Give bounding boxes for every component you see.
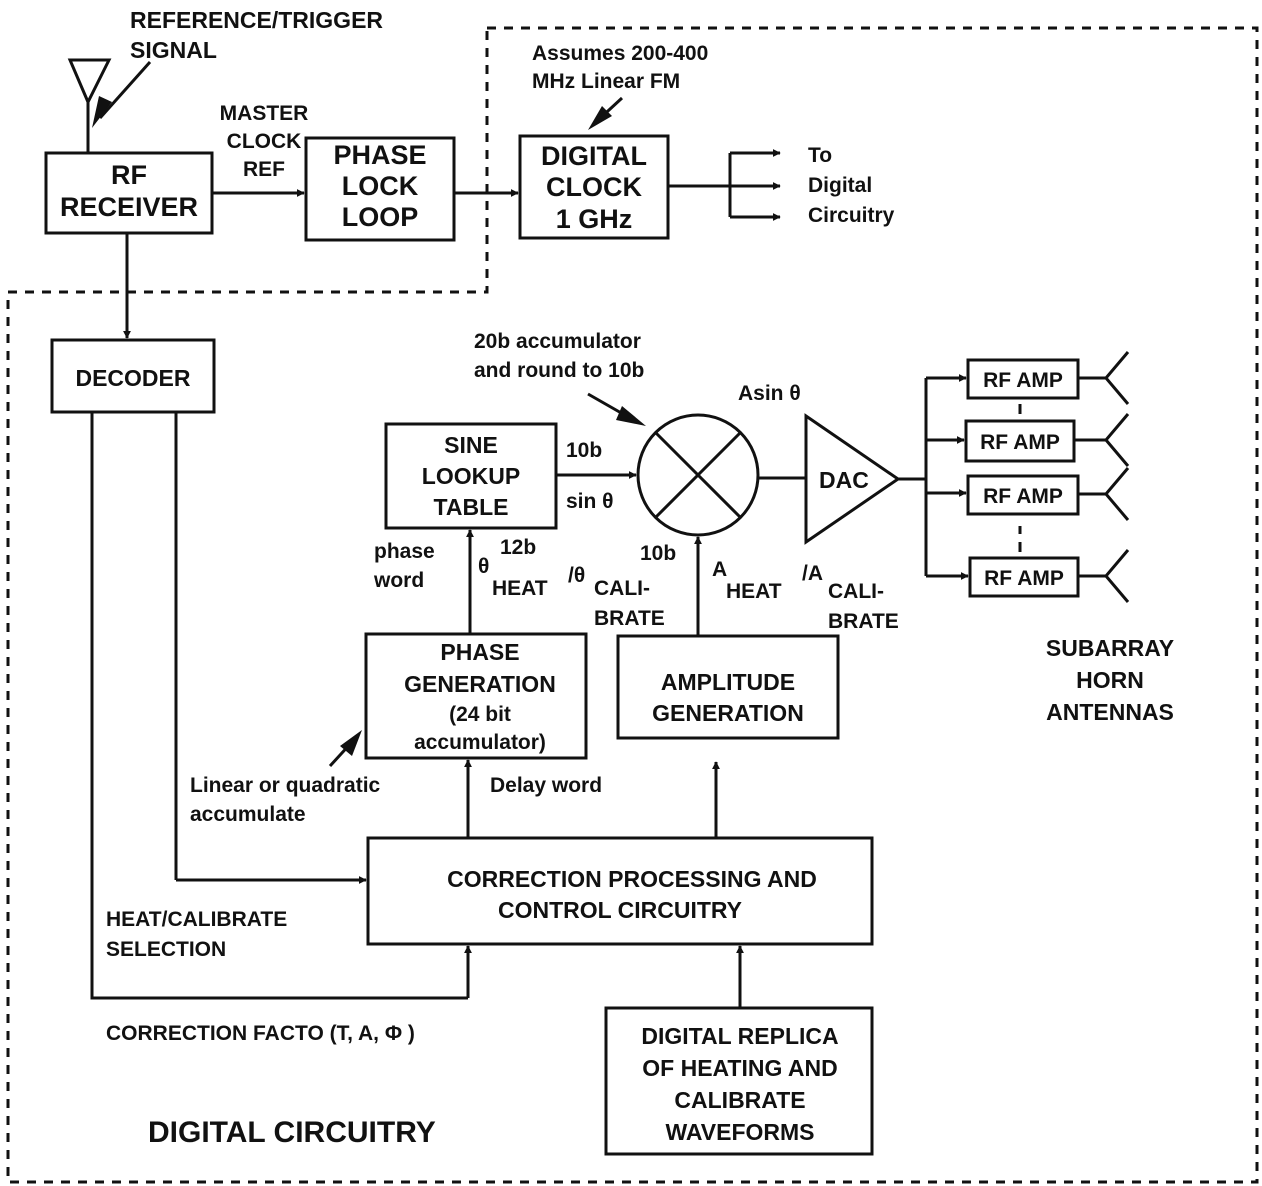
- subarray-label-2: HORN: [1076, 667, 1144, 693]
- horn-antenna-icon: [1078, 467, 1130, 521]
- digital-circuitry-label: DIGITAL CIRCUITRY: [148, 1116, 436, 1149]
- assumes-label-1: Assumes 200-400: [532, 42, 708, 65]
- heat-select-label-2: SELECTION: [106, 938, 226, 961]
- rf-amp-block: [966, 358, 1080, 400]
- reference-signal-arrow: [98, 61, 152, 119]
- amplitude-generation-block: [616, 634, 840, 740]
- digital-clock-label-3: 1 GHz: [556, 204, 633, 234]
- digital-circuitry-boundary: [6, 26, 1259, 1184]
- pll-label-3: LOOP: [342, 202, 419, 232]
- a-cal-label-1: CALI-: [828, 580, 884, 603]
- linear-quadratic-label-2: accumulate: [190, 803, 306, 826]
- rf-amp-label: RF AMP: [983, 485, 1063, 508]
- sine-lut-label-1: SINE: [444, 432, 498, 458]
- linear-quadratic-label-1: Linear or quadratic: [190, 774, 381, 797]
- horn-antenna-icon: [1078, 351, 1130, 405]
- phase-word-label-1: phase: [374, 540, 435, 563]
- ref-trigger-label-1: REFERENCE/TRIGGER: [130, 7, 383, 33]
- amp-gen-label-1: AMPLITUDE: [661, 669, 795, 695]
- ref-trigger-label-2: SIGNAL: [130, 37, 217, 63]
- digital-clock-label-1: DIGITAL: [541, 141, 647, 171]
- phase-generation-block: [364, 632, 588, 760]
- phase-gen-label-1: PHASE: [440, 639, 519, 665]
- rf-amp-label: RF AMP: [984, 567, 1064, 590]
- to-digital-label-2: Digital: [808, 174, 872, 197]
- pll-label-1: PHASE: [333, 140, 426, 170]
- dac-block: [804, 413, 901, 545]
- digital-replica-block: [604, 1006, 874, 1156]
- dac-label: DAC: [819, 467, 869, 493]
- subarray-label-3: ANTENNAS: [1046, 699, 1174, 725]
- rf-receiver-label-1: RF: [111, 160, 147, 190]
- asin-label: Asin θ: [738, 382, 801, 405]
- delay-word-label: Delay word: [490, 774, 602, 797]
- sine-lut-label-3: TABLE: [434, 494, 509, 520]
- amp-10b-label: 10b: [640, 542, 676, 565]
- to-digital-label-3: Circuitry: [808, 204, 895, 227]
- receive-antenna-icon: [67, 58, 112, 152]
- a-cal-label-2: BRATE: [828, 610, 899, 633]
- a-cal-symbol: /A: [802, 562, 823, 585]
- master-label-2: CLOCK: [227, 130, 302, 153]
- rf-receiver-label-2: RECEIVER: [60, 192, 198, 222]
- phase-gen-label-4: accumulator): [414, 731, 546, 754]
- theta-heat-label: HEAT: [492, 577, 548, 600]
- a-heat-label: HEAT: [726, 580, 782, 603]
- digital-clock-block: [518, 134, 670, 240]
- sin-theta-label: sin θ: [566, 490, 614, 513]
- theta-cal-label-1: CALI-: [594, 577, 650, 600]
- master-label-1: MASTER: [220, 102, 309, 125]
- phase-lock-loop-block: [304, 136, 456, 242]
- replica-label-2: OF HEATING AND: [642, 1055, 838, 1081]
- assumes-label-2: MHz Linear FM: [532, 70, 680, 93]
- sine-lut-label-2: LOOKUP: [422, 463, 520, 489]
- accum-label-2: and round to 10b: [474, 359, 644, 382]
- heat-select-label-1: HEAT/CALIBRATE: [106, 908, 287, 931]
- replica-label-4: WAVEFORMS: [665, 1119, 814, 1145]
- sine-lookup-table-block: [384, 422, 558, 530]
- correction-processing-block: [366, 836, 874, 946]
- decoder-block: [50, 338, 216, 414]
- accum-label-1: 20b accumulator: [474, 330, 641, 353]
- master-label-3: REF: [243, 158, 285, 181]
- phase-word-label-2: word: [373, 569, 424, 592]
- correction-factor-label: CORRECTION FACTO (T, A, Φ ): [106, 1022, 415, 1045]
- phase-gen-label-2: GENERATION: [404, 671, 556, 697]
- correction-label-1: CORRECTION PROCESSING AND: [447, 866, 817, 892]
- rf-amp-block: [966, 474, 1080, 516]
- phase-gen-label-3: (24 bit: [449, 703, 511, 726]
- correction-label-2: CONTROL CIRCUITRY: [498, 897, 742, 923]
- to-digital-label-1: To: [808, 144, 832, 167]
- replica-label-3: CALIBRATE: [674, 1087, 805, 1113]
- subarray-label-1: SUBARRAY: [1046, 635, 1174, 661]
- theta-cal-symbol: /θ: [568, 564, 585, 587]
- amp-gen-label-2: GENERATION: [652, 700, 804, 726]
- replica-label-1: DIGITAL REPLICA: [641, 1023, 838, 1049]
- horn-antenna-icon: [1074, 413, 1130, 467]
- 12b-label: 12b: [500, 536, 536, 559]
- theta-cal-label-2: BRATE: [594, 607, 665, 630]
- pll-label-2: LOCK: [342, 171, 419, 201]
- horn-antenna-icon: [1078, 549, 1130, 603]
- sine-10b-label: 10b: [566, 439, 602, 462]
- decoder-label: DECODER: [75, 365, 190, 391]
- a-heat-symbol: A: [712, 558, 727, 581]
- theta-heat-symbol: θ: [478, 555, 489, 578]
- multiplier-symbol: [636, 413, 760, 537]
- rf-amp-label: RF AMP: [983, 369, 1063, 392]
- rf-amp-label: RF AMP: [980, 431, 1060, 454]
- digital-clock-label-2: CLOCK: [546, 172, 642, 202]
